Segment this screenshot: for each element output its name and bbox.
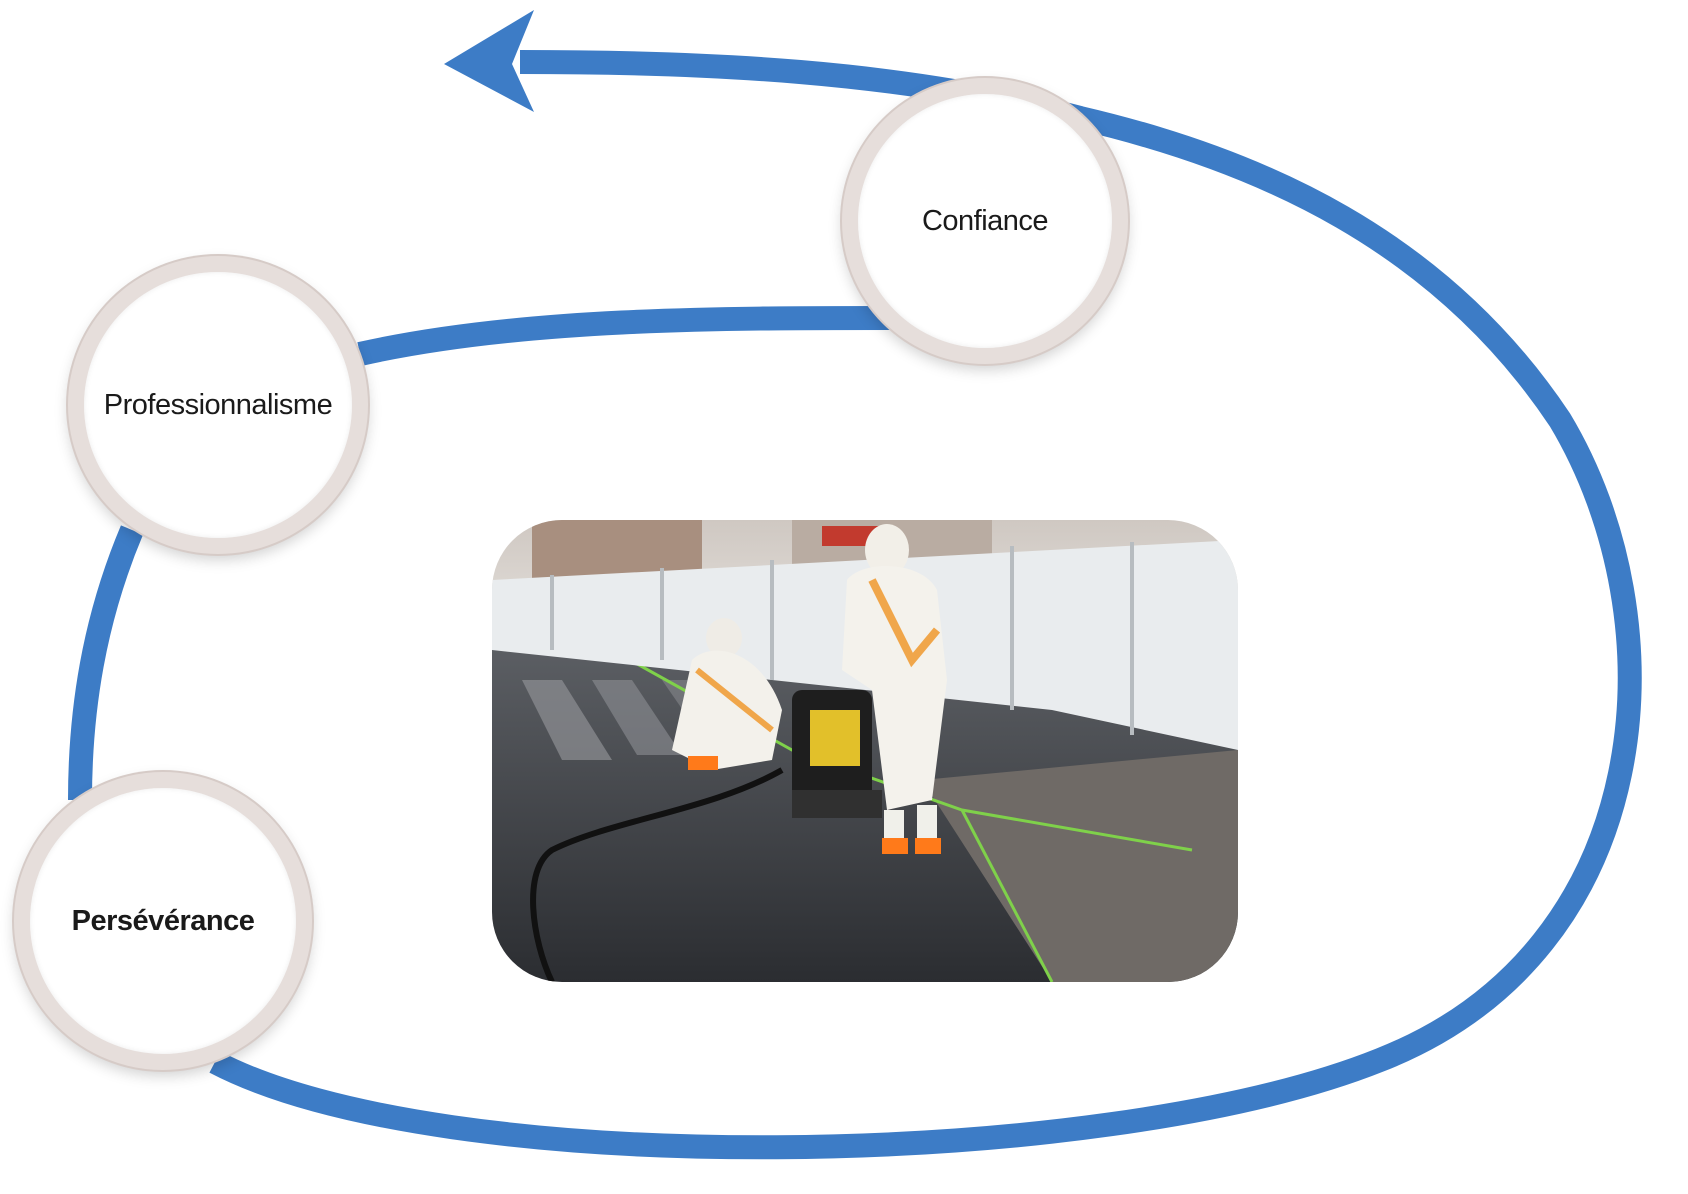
node-label: Persévérance xyxy=(71,904,255,937)
worksite-photo xyxy=(492,520,1238,982)
node-perseverance: Persévérance xyxy=(14,772,312,1070)
left-arrow-path xyxy=(68,525,144,801)
node-professionnalisme: Professionnalisme xyxy=(68,256,368,554)
inner-arrow-path xyxy=(357,306,896,366)
node-label: Confiance xyxy=(921,204,1049,237)
node-label: Professionnalisme xyxy=(103,388,333,421)
node-confiance: Confiance xyxy=(842,78,1128,364)
arrowhead-icon xyxy=(444,10,534,112)
